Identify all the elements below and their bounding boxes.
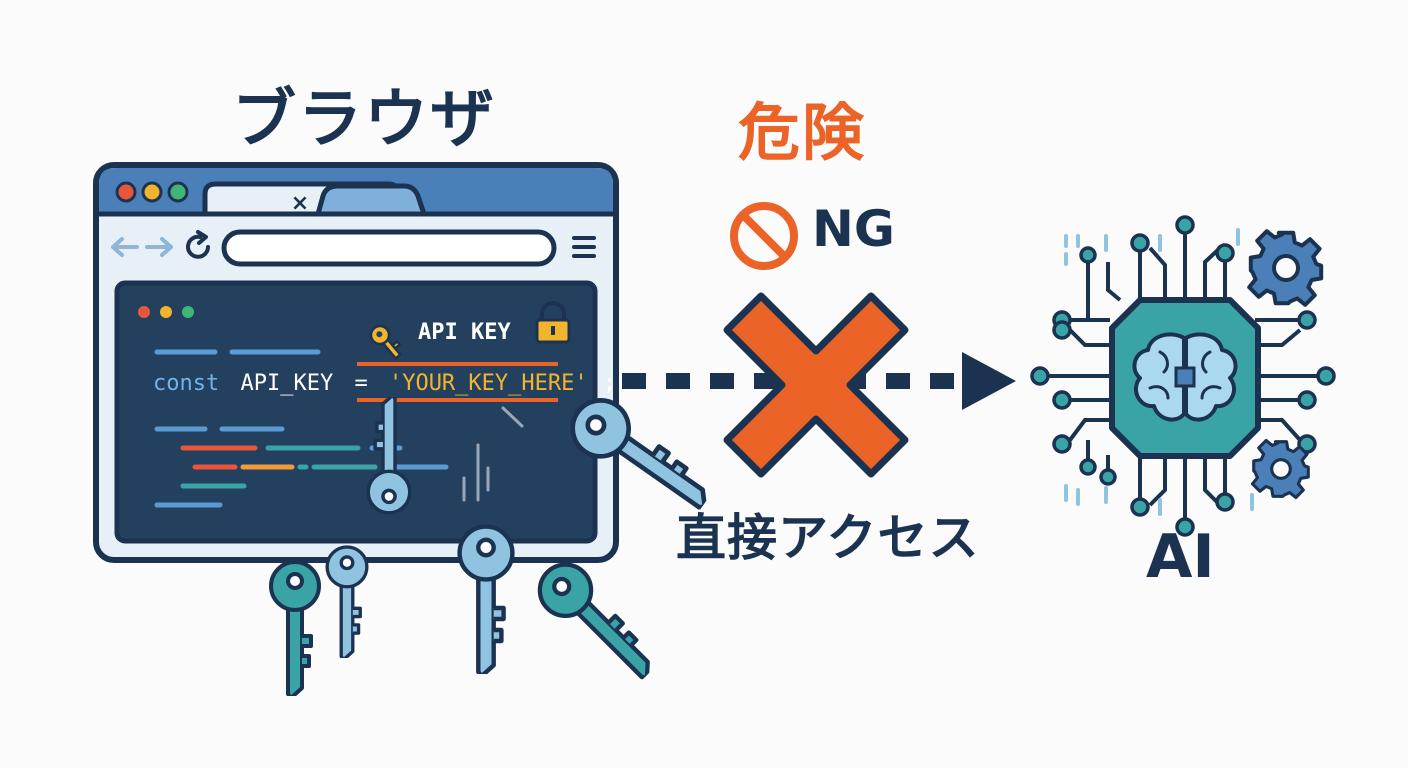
direct-access-label: 直接アクセス: [676, 509, 980, 567]
menu-icon[interactable]: [572, 236, 596, 258]
leaked-key: [269, 560, 321, 696]
code-variable: API_KEY: [240, 371, 333, 396]
api-key-badge: API KEY: [418, 320, 511, 345]
brain-icon: [1132, 332, 1238, 422]
svg-text:const API_KEY: const API_KEY = 'YOUR_KEY_HERE' ;: [153, 371, 616, 396]
back-icon[interactable]: [111, 237, 139, 257]
refresh-icon[interactable]: [186, 230, 210, 259]
access-arrow: [622, 352, 1016, 410]
ng-label: NG: [812, 200, 895, 258]
gear-icon: [1250, 438, 1310, 500]
blocked-x-icon: [723, 292, 909, 478]
code-terminator: ;: [603, 371, 616, 396]
code-editor: [114, 280, 598, 544]
ai-chip: [1030, 215, 1336, 537]
maximize-dot[interactable]: [167, 181, 189, 203]
leaked-key: [325, 545, 369, 658]
leaked-key: [529, 554, 668, 693]
tab-close-icon[interactable]: ×: [291, 191, 309, 216]
browser-window: ×: [93, 162, 619, 563]
code-value: 'YOUR_KEY_HERE': [389, 371, 588, 396]
lock-icon: [535, 301, 571, 344]
code-keyword: const: [153, 371, 219, 396]
leaked-key: [460, 527, 513, 677]
danger-label: 危険: [738, 96, 867, 169]
close-dot[interactable]: [115, 181, 137, 203]
gear-icon: [1247, 229, 1324, 307]
ban-icon: [730, 202, 798, 270]
code-operator: =: [354, 371, 367, 396]
minimize-dot[interactable]: [141, 181, 163, 203]
forward-icon[interactable]: [145, 237, 173, 257]
key-icon: [369, 324, 403, 361]
address-bar[interactable]: [221, 229, 557, 267]
browser-label: ブラウザ: [232, 83, 496, 157]
